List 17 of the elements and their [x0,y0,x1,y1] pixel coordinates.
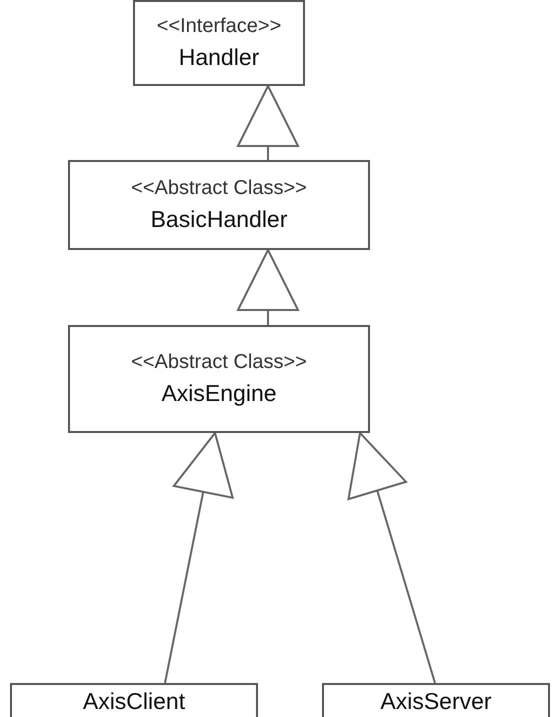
class-box [10,683,258,717]
stereotype-label: <<Interface>> [156,15,282,38]
inheritance-arrow [348,432,436,684]
class-name: AxisEngine [161,380,277,407]
inheritance-arrow [237,85,299,160]
class-box [68,160,370,250]
class-box [322,683,550,717]
stereotype-label: <<Abstract Class>> [131,351,307,374]
stereotype-label: <<Abstract Class>> [131,177,307,200]
inheritance-arrow [237,249,299,325]
class-name: AxisServer [380,688,492,714]
class-name: Handler [178,44,260,71]
class-name: BasicHandler [150,206,288,233]
inheritance-arrow [164,432,234,684]
class-name: AxisClient [82,688,186,714]
class-box [68,325,370,433]
class-box [133,0,305,86]
